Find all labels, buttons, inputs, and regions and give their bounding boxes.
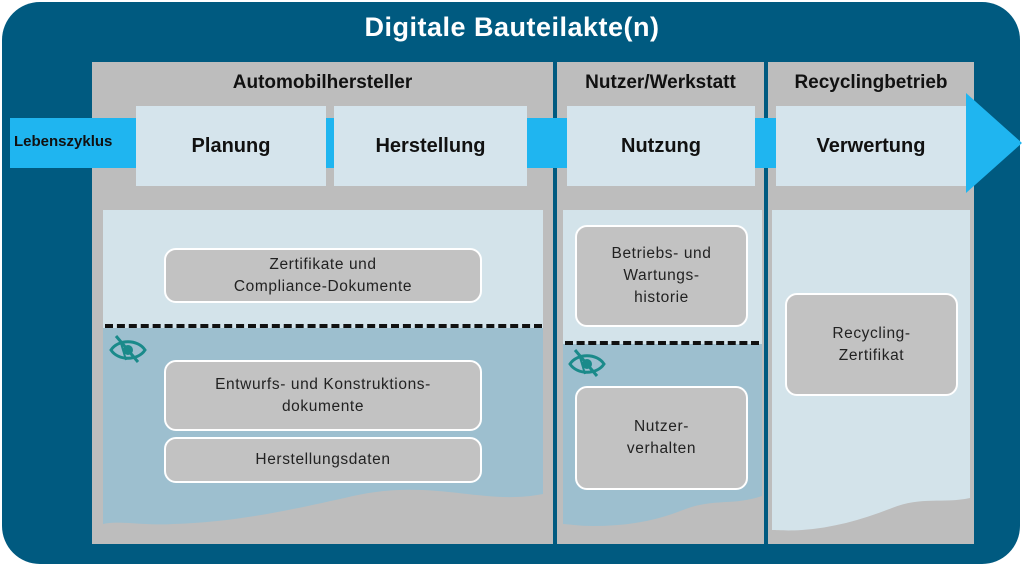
phase-recovery: Verwertung	[776, 106, 966, 186]
lifecycle-label: Lebenszyklus	[14, 133, 113, 150]
visibility-divider-manufacturer	[105, 324, 542, 328]
doc-certificates: Zertifikate und Compliance-Dokumente	[164, 248, 482, 303]
visibility-divider-user	[565, 341, 759, 345]
doc-operation-line2: Wartungs-	[623, 267, 700, 284]
doc-recycling-line1: Recycling-	[832, 324, 911, 342]
phase-planning: Planung	[136, 106, 326, 186]
stakeholder-recycler: Recyclingbetrieb	[794, 72, 948, 93]
lifecycle-arrow-head	[966, 93, 1022, 193]
stakeholder-user: Nutzer/Werkstatt	[585, 72, 736, 93]
doc-certificates-line2: Compliance-Dokumente	[233, 277, 413, 295]
doc-production-data: Herstellungsdaten	[164, 437, 482, 483]
doc-certificates-line1: Zertifikate und	[269, 255, 377, 273]
phase-usage: Nutzung	[567, 106, 755, 186]
doc-design-line2: dokumente	[281, 397, 365, 415]
doc-design-documents: Entwurfs- und Konstruktions- dokumente	[164, 360, 482, 431]
doc-user-behavior-line2: verhalten	[626, 440, 697, 457]
doc-recycling-line2: Zertifikat	[838, 346, 905, 364]
doc-operation-line1: Betriebs- und	[611, 245, 712, 262]
stakeholder-manufacturer: Automobilhersteller	[232, 72, 413, 93]
doc-user-behavior-line1: Nutzer-	[633, 418, 689, 435]
hidden-eye-icon	[109, 335, 147, 363]
doc-recycling-certificate: Recycling- Zertifikat	[785, 293, 958, 396]
doc-operation-history: Betriebs- und Wartungs- historie	[575, 225, 748, 327]
phase-production: Herstellung	[334, 106, 527, 186]
doc-user-behavior: Nutzer- verhalten	[575, 386, 748, 490]
hidden-eye-icon	[568, 349, 606, 377]
doc-production-data-label: Herstellungsdaten	[255, 451, 391, 468]
diagram-title: Digitale Bauteilakte(n)	[364, 12, 660, 42]
doc-design-line1: Entwurfs- und Konstruktions-	[215, 375, 431, 393]
doc-operation-line3: historie	[634, 289, 689, 306]
